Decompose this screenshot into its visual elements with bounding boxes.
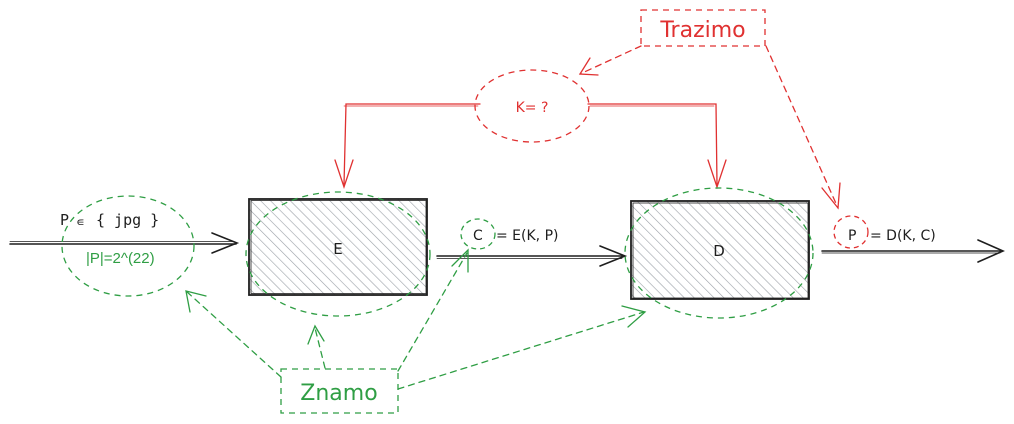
element-of-symbol: ∊: [76, 215, 85, 229]
ciphertext-formula: = E(K, P): [496, 228, 558, 244]
key-label: K= ?: [516, 100, 549, 116]
output-symbol: P: [848, 228, 856, 244]
plaintext-expression: P ∊ { jpg }: [60, 211, 159, 229]
key-to-decrypt-arrow: [587, 103, 727, 190]
ciphertext-symbol: C: [473, 228, 483, 244]
plaintext-known-ellipse: [61, 195, 195, 297]
plaintext-size: |P|=2^(22): [86, 250, 155, 267]
key-to-encrypt-arrow: [334, 103, 481, 190]
trazimo-tag: Trazimo: [640, 9, 766, 47]
decrypt-block: D: [630, 200, 810, 300]
trazimo-to-key-arrow: [578, 45, 642, 76]
encrypt-block: E: [248, 198, 428, 296]
znamo-to-plaintext-arrow: [185, 290, 282, 378]
input-arrow: [9, 232, 240, 254]
plaintext-set: { jpg }: [96, 211, 159, 229]
output-unknown-marker: [833, 215, 869, 249]
output-arrow: [821, 239, 1005, 263]
znamo-to-ciphertext-arrow: [397, 248, 469, 372]
znamo-tag: Znamo: [280, 368, 399, 414]
znamo-to-decrypt-arrow: [397, 305, 647, 390]
znamo-to-encrypt-arrow: [307, 324, 326, 369]
trazimo-label: Trazimo: [659, 18, 745, 43]
output-formula: = D(K, C): [870, 228, 936, 244]
encrypt-known-ellipse: [245, 191, 431, 317]
plaintext-symbol: P: [60, 211, 69, 229]
znamo-label: Znamo: [300, 381, 377, 406]
decrypt-known-ellipse: [624, 187, 814, 319]
trazimo-to-output-arrow: [765, 45, 841, 210]
ciphertext-known-marker: [460, 218, 496, 250]
decrypt-label: D: [713, 242, 725, 260]
encrypt-label: E: [333, 240, 342, 258]
key-ellipse: K= ?: [474, 69, 590, 143]
